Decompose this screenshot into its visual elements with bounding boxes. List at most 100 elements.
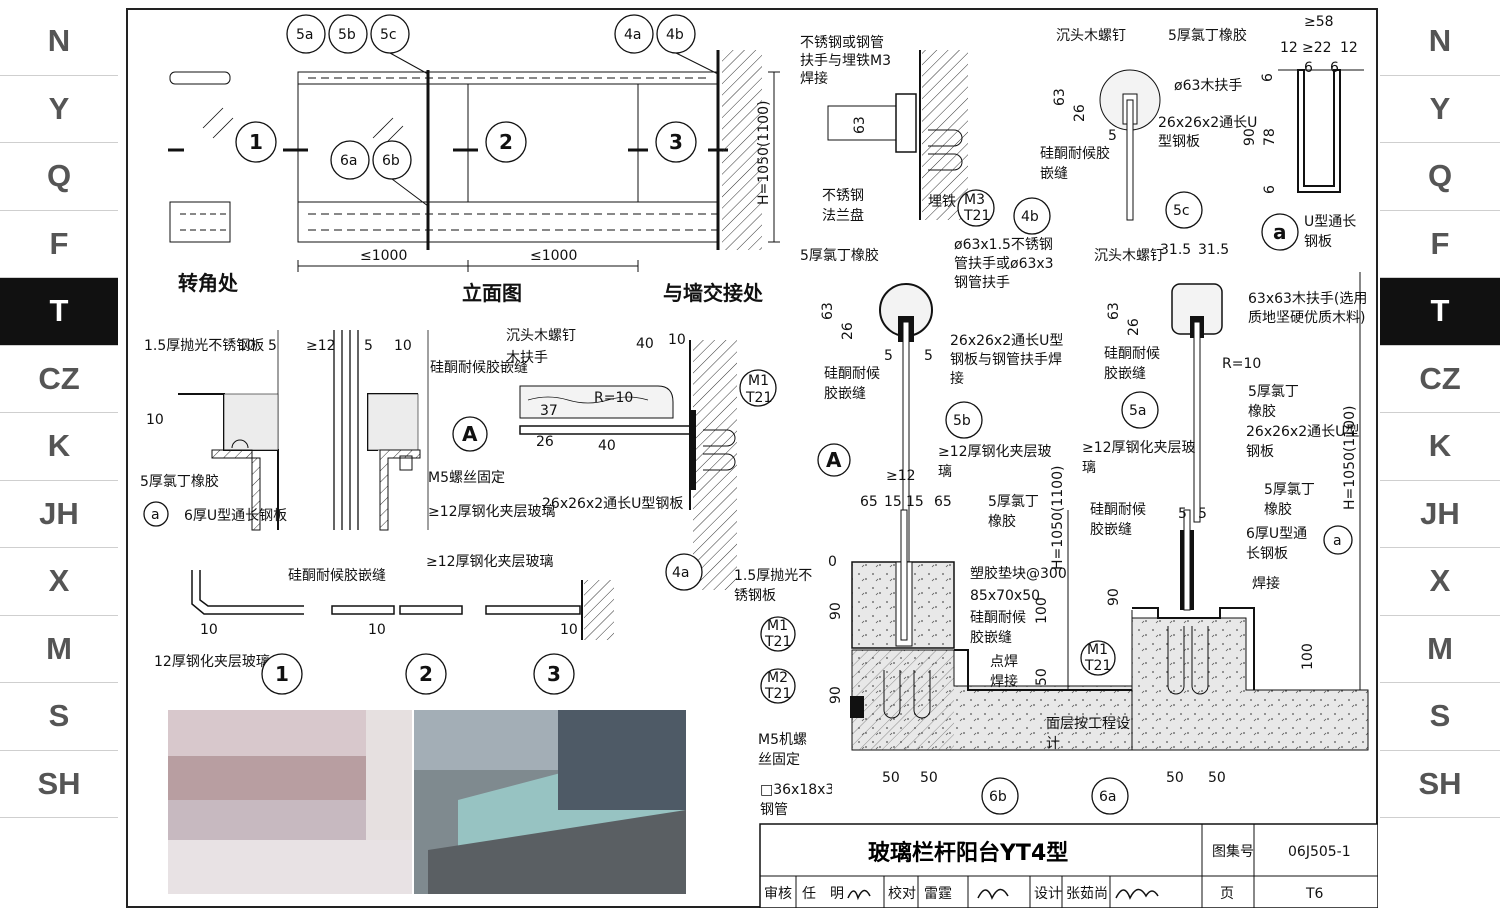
detail-6a-height: H=1050(1100) (1342, 406, 1358, 510)
index-tab-f[interactable]: F (1380, 211, 1500, 278)
detail-A-dim-10b: 10 (394, 338, 412, 354)
index-tab-t[interactable]: T (1380, 278, 1500, 346)
detail-4a-dim-10: 10 (668, 332, 686, 348)
detail-6b-weld2: 焊接 (990, 673, 1018, 690)
detail-6b-dim-0: 0 (828, 554, 837, 570)
detail-6b-glass-dim: ≥12 (886, 468, 916, 484)
plan-glass: ≥12厚钢化夹层玻璃 (426, 553, 554, 570)
plan-details: 硅酮耐候胶嵌缝 ≥12厚钢化夹层玻璃 10 10 10 12厚钢化夹层玻璃 1 … (154, 553, 614, 695)
detail-6a-dim-5: 5 (1178, 506, 1187, 522)
detail-6b-anchor1-sub: T21 (764, 634, 791, 650)
drawing-title: 玻璃栏杆阳台YT4型 (868, 840, 1068, 866)
detail-5b-dim-63: 63 (820, 302, 836, 320)
corner-label: 转角处 (178, 271, 239, 295)
detail-5c-screw: 沉头木螺钉 (1056, 28, 1126, 44)
index-tab-x[interactable]: X (1380, 548, 1500, 616)
elevation-view: ≤1000 ≤1000 H=1050(1100) 1 2 3 5a 5b 5c … (168, 14, 780, 305)
detail-6b-dim-90: 90 (828, 602, 844, 620)
detail-5c-channel: 26x26x2通长U型钢板 (1158, 115, 1258, 150)
index-tab-sh[interactable]: SH (0, 751, 118, 818)
span-1: ≤1000 (360, 248, 407, 264)
detail-5b-pipe: ø63x1.5不锈钢管扶手或ø63x3钢管扶手 (954, 237, 1054, 291)
detail-5a-dim-26: 26 (1126, 318, 1142, 336)
atlas-no: 06J505-1 (1288, 844, 1351, 860)
detail-5c-ref: 5c (1173, 203, 1190, 219)
detail-4a: M1 T21 沉头木螺钉 木扶手 R=10 40 10 37 26 40 26x… (506, 328, 777, 591)
index-tab-y[interactable]: Y (1380, 76, 1500, 143)
detail-6b-dim-65b: 65 (934, 494, 952, 510)
detail-6a-rubber: 5厚氯丁橡胶 (1264, 482, 1315, 518)
detail-6b-dim-50b: 50 (882, 770, 900, 786)
detail-5c-dim-26: 26 (1072, 104, 1088, 122)
detail-A-dim-10: 10 (238, 338, 256, 354)
drawing-sheet: ≤1000 ≤1000 H=1050(1100) 1 2 3 5a 5b 5c … (126, 8, 1379, 909)
detail-5a-radius: R=10 (1222, 356, 1261, 372)
detail-4b-anchor-sub: T21 (963, 208, 990, 224)
detail-6a-weld: 焊接 (1252, 575, 1280, 592)
detail-a-dim-90: 90 (1242, 128, 1258, 146)
index-tab-m[interactable]: M (0, 616, 118, 683)
detail-6b-pad-size: 85x70x50 (970, 588, 1040, 604)
drawing-canvas: ≤1000 ≤1000 H=1050(1100) 1 2 3 5a 5b 5c … (140, 14, 1379, 909)
index-tab-k[interactable]: K (0, 413, 118, 481)
index-tab-f[interactable]: F (0, 211, 118, 278)
page-no: T6 (1305, 886, 1324, 902)
detail-6a-dim-50b: 50 (1208, 770, 1226, 786)
detail-6a-dim-5b: 5 (1198, 506, 1207, 522)
detail-a-dim-78: 78 (1262, 128, 1278, 146)
detail-6a-channel: 6厚U型通长钢板 (1246, 526, 1308, 562)
ref-4b: 4b (666, 27, 684, 43)
detail-a-dim-6c: 6 (1260, 73, 1276, 82)
index-tab-m[interactable]: M (1380, 616, 1500, 683)
detail-6b-anchor2: M2 (767, 670, 788, 686)
detail-5a: 沉头木螺钉 31.5 31.5 63x63木扶手(选用质地坚硬优质木料) R=1… (1082, 242, 1367, 523)
ref-5b: 5b (338, 27, 356, 43)
plan-dim-2: 10 (368, 622, 386, 638)
index-tab-jh[interactable]: JH (1380, 481, 1500, 548)
plan-dim-1: 10 (200, 622, 218, 638)
index-tab-cz[interactable]: CZ (0, 346, 118, 413)
detail-6a-dim-50: 50 (1166, 770, 1184, 786)
detail-A-dim-5b: 5 (364, 338, 373, 354)
panel-ref-3: 3 (669, 130, 683, 154)
index-tab-x[interactable]: X (0, 548, 118, 616)
index-tab-q[interactable]: Q (1380, 143, 1500, 211)
detail-a-label: U型通长钢板 (1304, 214, 1357, 250)
review-label: 审核 (764, 886, 792, 902)
detail-A-sealant: 硅酮耐候胶嵌缝 (430, 359, 528, 376)
detail-6b: H=1050(1100) A ≥12 65 15 15 65 5厚氯丁橡胶 塑胶… (734, 443, 1139, 818)
detail-4a-screw: 沉头木螺钉 (506, 328, 576, 344)
index-tab-jh[interactable]: JH (0, 481, 118, 548)
detail-6b-weld: 点焊 (990, 654, 1018, 670)
detail-6a-anchor: M1 (1087, 642, 1108, 658)
index-tab-n[interactable]: N (0, 8, 118, 76)
detail-6b-sealant: 硅酮耐候胶嵌缝 (970, 610, 1026, 646)
detail-6b-dim-50: 50 (1034, 668, 1050, 686)
plan-sealant: 硅酮耐候胶嵌缝 (288, 567, 386, 584)
detail-A-sub-ref: a (151, 507, 160, 523)
detail-A-screw: M5螺丝固定 (428, 470, 505, 486)
index-tab-q[interactable]: Q (0, 143, 118, 211)
detail-6a-sub-ref: a (1333, 533, 1342, 549)
detail-5b-dim-5b: 5 (924, 348, 933, 364)
detail-6b-dim-15b: 15 (906, 494, 924, 510)
detail-6a-anchor-sub: T21 (1084, 658, 1111, 674)
reviewer: 任 明 (802, 886, 844, 902)
detail-4a-anchor: M1 (748, 373, 769, 389)
index-tab-cz[interactable]: CZ (1380, 346, 1500, 413)
index-tab-sh[interactable]: SH (1380, 751, 1500, 818)
elevation-label: 立面图 (462, 281, 522, 305)
detail-4a-anchor-sub: T21 (745, 390, 772, 406)
index-tab-s[interactable]: S (0, 683, 118, 751)
index-tab-k[interactable]: K (1380, 413, 1500, 481)
index-tab-t[interactable]: T (0, 278, 118, 346)
index-tab-s[interactable]: S (1380, 683, 1500, 751)
detail-6b-dim-90b: 90 (828, 686, 844, 704)
index-tab-y[interactable]: Y (0, 76, 118, 143)
elevation-height: H=1050(1100) (756, 101, 772, 205)
detail-4b-anchor: M3 (964, 192, 985, 208)
index-tab-n[interactable]: N (1380, 8, 1500, 76)
detail-A-glass: ≥12厚钢化夹层玻璃 (428, 503, 556, 520)
span-2: ≤1000 (530, 248, 577, 264)
